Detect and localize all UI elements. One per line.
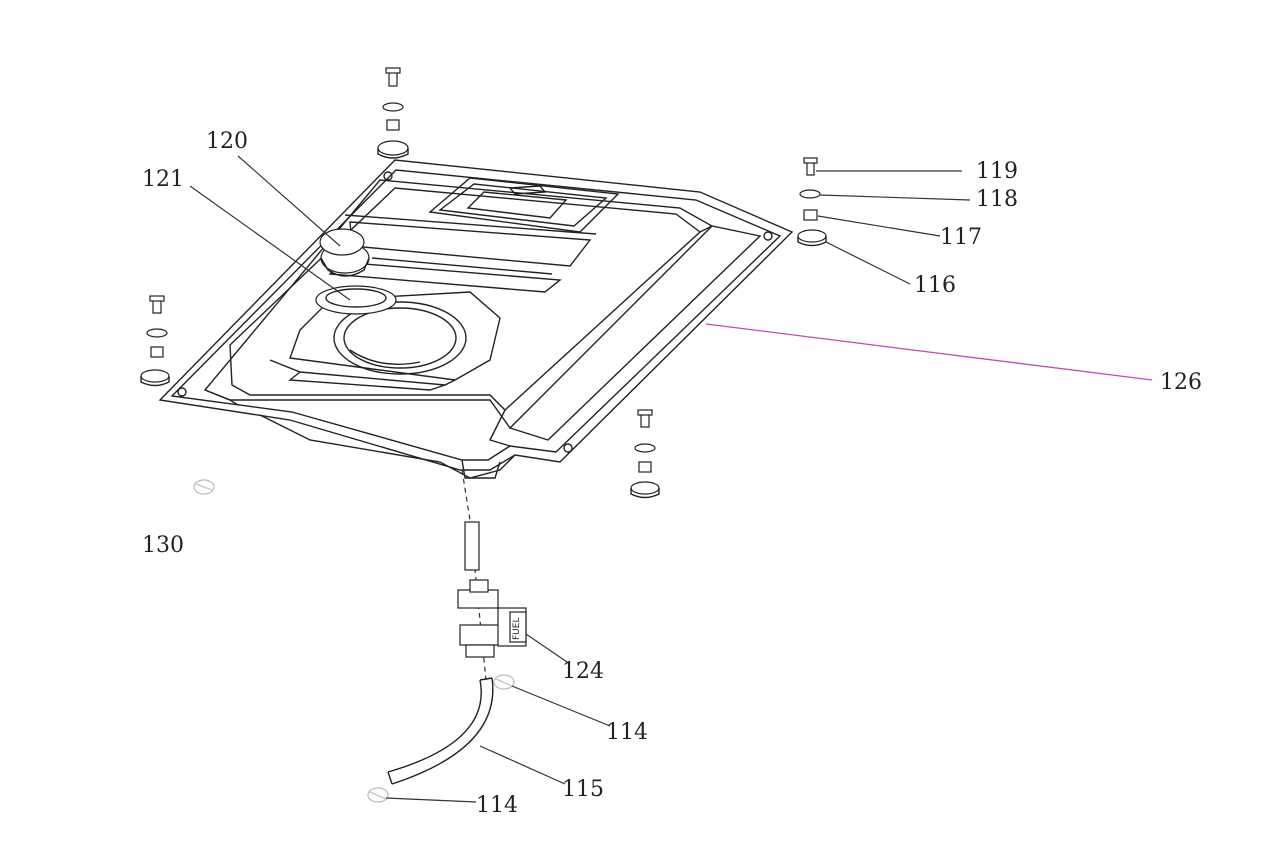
bolt-part-119: [803, 157, 818, 176]
grommet-part-116: [797, 229, 827, 247]
label-114-lower: 114: [476, 793, 518, 818]
label-130: 130: [142, 533, 184, 558]
highlight-leader-126: [705, 323, 1153, 381]
label-119: 119: [976, 159, 1018, 184]
label-124: 124: [562, 659, 604, 684]
label-120: 120: [206, 129, 248, 154]
washer-part-118: [799, 189, 821, 199]
part-number-labels: 120 121 119 118 117 116 126 130 124 114 …: [142, 129, 1202, 818]
hardware-stack-left: [140, 295, 170, 387]
hose-clamp-part-114-upper: [493, 674, 515, 690]
hardware-stack-front: [630, 409, 660, 499]
label-126: 126: [1160, 370, 1202, 395]
hose-clamp-part-114-lower: [367, 787, 389, 803]
label-118: 118: [976, 187, 1018, 212]
fuel-hose-part-115: [387, 677, 494, 785]
label-114-upper: 114: [606, 720, 648, 745]
fuel-valve-part-124: FUEL: [457, 521, 527, 658]
label-117: 117: [940, 225, 982, 250]
strainer-part-121: [315, 285, 397, 315]
valve-fuel-marking: FUEL: [512, 618, 522, 640]
label-115: 115: [562, 777, 604, 802]
label-121: 121: [142, 167, 184, 192]
clip-part-130: [193, 479, 215, 495]
collar-part-117: [803, 209, 818, 221]
fuel-cap-part-120: [319, 228, 370, 277]
fuel-tank: [158, 159, 794, 479]
hardware-stack-top: [377, 67, 409, 159]
label-116: 116: [914, 273, 956, 298]
leader-lines: [189, 155, 1153, 803]
